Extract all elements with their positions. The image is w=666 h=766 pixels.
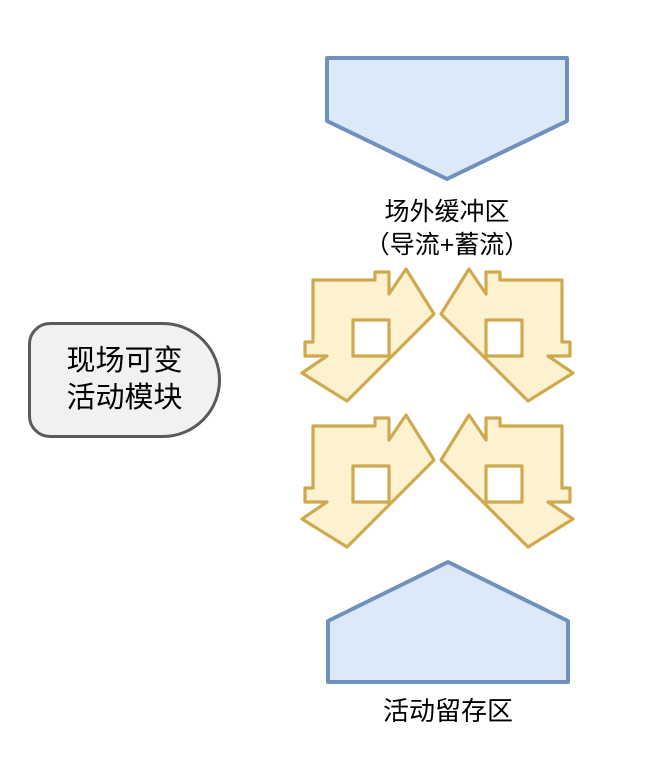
corner-arrow-left-down-icon [439, 267, 575, 403]
onsite-module-label-line2: 活动模块 [66, 382, 183, 414]
onsite-module-box: 现场可变 活动模块 [28, 322, 221, 438]
onsite-module-label-line1: 现场可变 [66, 345, 183, 377]
corner-arrow-left-down-icon [439, 413, 575, 549]
pentagon-up-icon [326, 560, 570, 684]
offsite-buffer-label: 场外缓冲区 （导流+蓄流） [325, 196, 569, 262]
retention-zone-label: 活动留存区 [382, 696, 513, 726]
offsite-buffer-label-line1: 场外缓冲区 [384, 198, 510, 226]
corner-arrow-right-down-icon [300, 267, 436, 403]
offsite-buffer-label-line2: （导流+蓄流） [364, 231, 530, 259]
corner-arrow-right-down-icon [300, 413, 436, 549]
retention-zone-shape [326, 560, 570, 684]
offsite-buffer-shape [325, 56, 569, 181]
pentagon-down-icon [325, 56, 569, 181]
